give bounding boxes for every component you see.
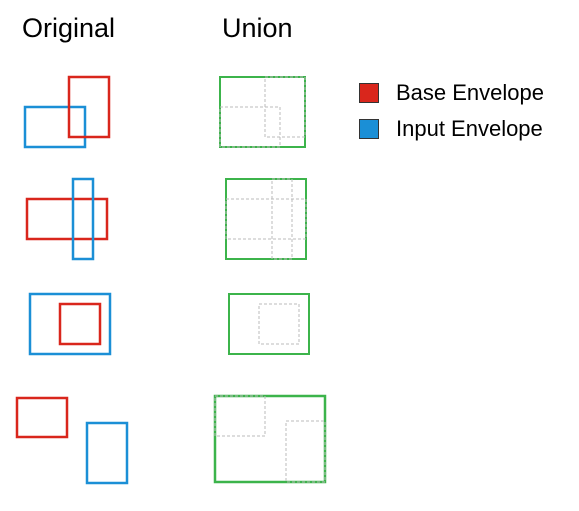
example-3-input-envelope <box>28 292 112 356</box>
example-1-guide-base <box>264 76 306 138</box>
example-3 <box>28 292 310 356</box>
example-4-guide-base <box>214 395 266 437</box>
example-1-guide-input <box>219 106 281 148</box>
example-2-guide-input <box>271 178 293 260</box>
example-1-input-envelope <box>23 105 87 149</box>
legend-label-base-envelope: Base Envelope <box>396 80 544 105</box>
legend-label-input-envelope: Input Envelope <box>396 116 543 141</box>
example-2-base-envelope <box>25 197 109 241</box>
example-2-guide-base <box>225 198 307 240</box>
original-column-heading: Original <box>22 13 116 43</box>
example-1 <box>23 75 306 149</box>
example-3-guide-base <box>258 303 300 345</box>
example-2-union-envelope <box>225 178 307 260</box>
example-4 <box>15 394 327 485</box>
example-4-union-envelope <box>213 394 327 484</box>
input-envelope-swatch <box>359 119 379 139</box>
legend-item-input-envelope: Input Envelope <box>359 117 543 141</box>
example-3-union-envelope <box>228 293 310 355</box>
example-1-base-envelope <box>67 75 111 139</box>
example-4-base-envelope <box>15 396 69 439</box>
example-4-input-envelope <box>85 421 129 485</box>
example-2 <box>25 177 307 261</box>
base-envelope-swatch <box>359 83 379 103</box>
example-3-base-envelope <box>58 302 102 346</box>
union-column-heading: Union <box>222 13 293 43</box>
example-2-input-envelope <box>71 177 95 261</box>
example-4-guide-input <box>285 420 326 483</box>
legend-item-base-envelope: Base Envelope <box>359 81 544 105</box>
